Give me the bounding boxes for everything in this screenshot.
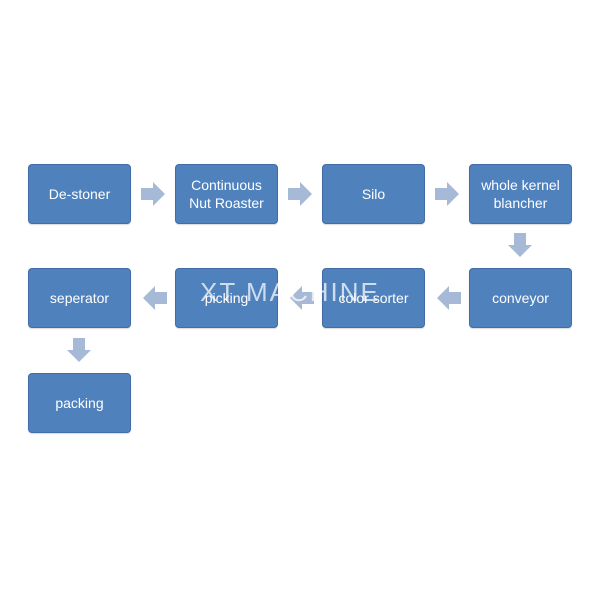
node-conveyor: conveyor	[469, 268, 572, 328]
node-picking: picking	[175, 268, 278, 328]
node-whole-kernel-blancher: whole kernel blancher	[469, 164, 572, 224]
arrow-right-icon	[435, 182, 459, 206]
node-label: conveyor	[492, 290, 549, 306]
arrow-left-icon	[290, 286, 314, 310]
node-label: whole kernel blancher	[481, 177, 560, 211]
node-label: color sorter	[338, 290, 409, 306]
arrow-left-icon	[143, 286, 167, 310]
node-label: Continuous Nut Roaster	[189, 177, 264, 211]
node-continuous-nut-roaster: Continuous Nut Roaster	[175, 164, 278, 224]
arrow-down-icon	[508, 233, 532, 257]
arrow-right-icon	[288, 182, 312, 206]
node-packing: packing	[28, 373, 131, 433]
node-silo: Silo	[322, 164, 425, 224]
node-seperator: seperator	[28, 268, 131, 328]
arrow-left-icon	[437, 286, 461, 310]
arrow-right-icon	[141, 182, 165, 206]
node-color-sorter: color sorter	[322, 268, 425, 328]
node-label: De-stoner	[48, 186, 111, 202]
node-de-stoner: De-stoner	[28, 164, 131, 224]
node-label: seperator	[49, 290, 110, 306]
node-label: packing	[55, 395, 104, 411]
node-label: picking	[204, 290, 249, 306]
arrow-down-icon	[67, 338, 91, 362]
node-label: Silo	[361, 186, 386, 202]
